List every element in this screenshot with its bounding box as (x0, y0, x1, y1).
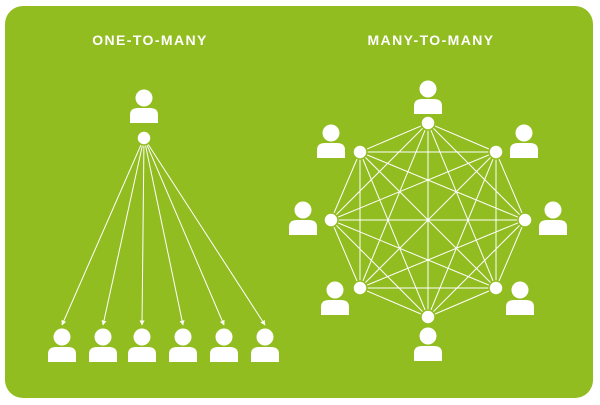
peer-node (488, 280, 504, 296)
mesh-connection (359, 151, 429, 318)
mesh-connection (427, 151, 497, 318)
recipient-user-icon (210, 328, 238, 362)
broadcast-arrow (101, 144, 143, 326)
broadcast-arrows (61, 143, 266, 326)
broadcast-arrow (144, 144, 185, 326)
recipient-user-icon (251, 328, 279, 362)
mesh-connection (359, 151, 497, 289)
peer-user-icon (317, 124, 345, 158)
peer-user-icon (321, 281, 349, 315)
peer-node (517, 212, 533, 228)
mesh-connection (427, 122, 497, 153)
hub-node (136, 130, 152, 146)
peer-user-icon (414, 80, 442, 114)
mesh-connection (330, 219, 429, 318)
peer-node (420, 309, 436, 325)
mesh-connection (495, 219, 526, 289)
recipient-user-icon (169, 328, 197, 362)
hub-user-icon (130, 89, 158, 123)
peer-node (488, 144, 504, 160)
one-to-many-diagram (48, 89, 279, 362)
peer-node (420, 115, 436, 131)
peer-node (352, 280, 368, 296)
broadcast-arrow (146, 144, 225, 326)
peer-user-icon (539, 201, 567, 235)
recipient-user-icon (89, 328, 117, 362)
broadcast-arrow (61, 144, 142, 326)
mesh-connections (330, 122, 526, 318)
recipient-user-icon (48, 328, 76, 362)
peer-node (323, 212, 339, 228)
recipient-user-icon (128, 328, 156, 362)
peer-user-icon (289, 201, 317, 235)
peer-user-icon (506, 281, 534, 315)
peer-node (352, 144, 368, 160)
mesh-connection (359, 287, 429, 318)
many-to-many-heading: MANY-TO-MANY (367, 32, 495, 48)
broadcast-arrow (147, 143, 266, 326)
mesh-connection (330, 151, 497, 221)
broadcast-arrow (139, 144, 145, 326)
mesh-connection (427, 287, 497, 318)
many-to-many-diagram (289, 80, 567, 361)
mesh-connection (330, 219, 497, 289)
mesh-connection (495, 151, 526, 221)
peer-user-icon (510, 124, 538, 158)
mesh-connection (359, 122, 429, 153)
peer-user-icon (414, 327, 442, 361)
mesh-connection (330, 219, 361, 289)
mesh-connection (330, 151, 361, 221)
mesh-connection (359, 151, 526, 221)
one-to-many-heading: ONE-TO-MANY (92, 32, 208, 48)
